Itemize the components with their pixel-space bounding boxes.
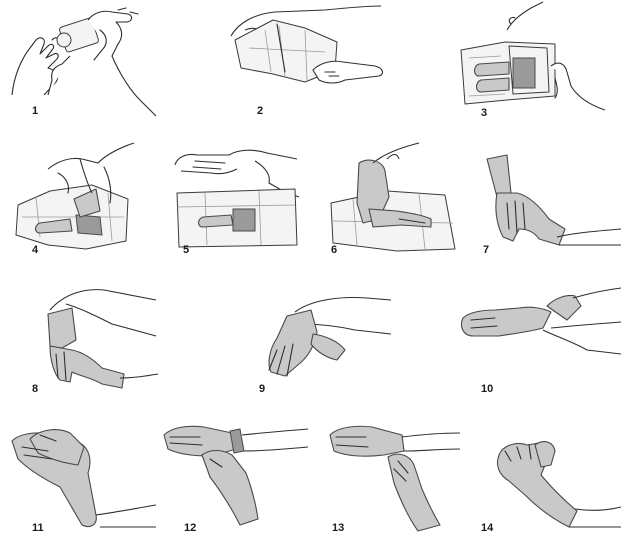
step-7-panel: 7: [473, 133, 623, 263]
step-14-number: 14: [481, 522, 494, 534]
step-13-number: 13: [332, 522, 345, 534]
grasp-cuff-icon: [15, 142, 135, 250]
step-11-panel: 11: [0, 415, 160, 536]
step-6-number: 6: [331, 244, 338, 256]
gloved-hand-raised-icon: [486, 154, 622, 246]
step-13-panel: 13: [310, 415, 465, 536]
step-2-panel: 2: [225, 0, 395, 125]
step-6-panel: 6: [313, 133, 473, 263]
step-8-panel: 8: [0, 280, 160, 405]
step-8-number: 8: [32, 383, 39, 395]
step-11-number: 11: [32, 522, 44, 534]
step-3-number: 3: [481, 107, 488, 119]
step-3-panel: 3: [455, 0, 623, 125]
open-package-hands-icon: [11, 7, 157, 117]
step-1-number: 1: [32, 105, 39, 117]
lift-glove-icon: [174, 149, 300, 248]
step-5-panel: 5: [165, 133, 313, 263]
step-14-panel: 14: [465, 415, 623, 536]
step-9-number: 9: [259, 383, 266, 395]
step-12-number: 12: [184, 522, 197, 534]
step-4-panel: 4: [0, 133, 165, 263]
step-2-number: 2: [257, 105, 264, 117]
both-hands-gloved-icon: [11, 429, 157, 528]
step-10-panel: 10: [455, 280, 623, 405]
open-inner-wrapper-icon: [460, 1, 606, 111]
insert-hand-icon: [330, 142, 456, 252]
insert-second-hand-icon: [268, 297, 392, 377]
clasped-gloved-hands-icon: [496, 441, 622, 528]
step-12-panel: 12: [160, 415, 310, 536]
step-7-number: 7: [483, 244, 490, 256]
pull-cuff-over-wrist-icon: [460, 287, 622, 355]
slide-fingers-under-cuff-icon: [47, 289, 159, 389]
step-4-number: 4: [32, 244, 39, 256]
smooth-cuff-icon: [329, 425, 461, 532]
step-10-number: 10: [481, 383, 494, 395]
step-5-number: 5: [183, 244, 190, 256]
step-1-panel: 1: [0, 0, 160, 125]
step-9-panel: 9: [255, 280, 395, 405]
adjust-cuff-icon: [163, 425, 309, 526]
unfold-wrapper-icon: [230, 5, 384, 84]
